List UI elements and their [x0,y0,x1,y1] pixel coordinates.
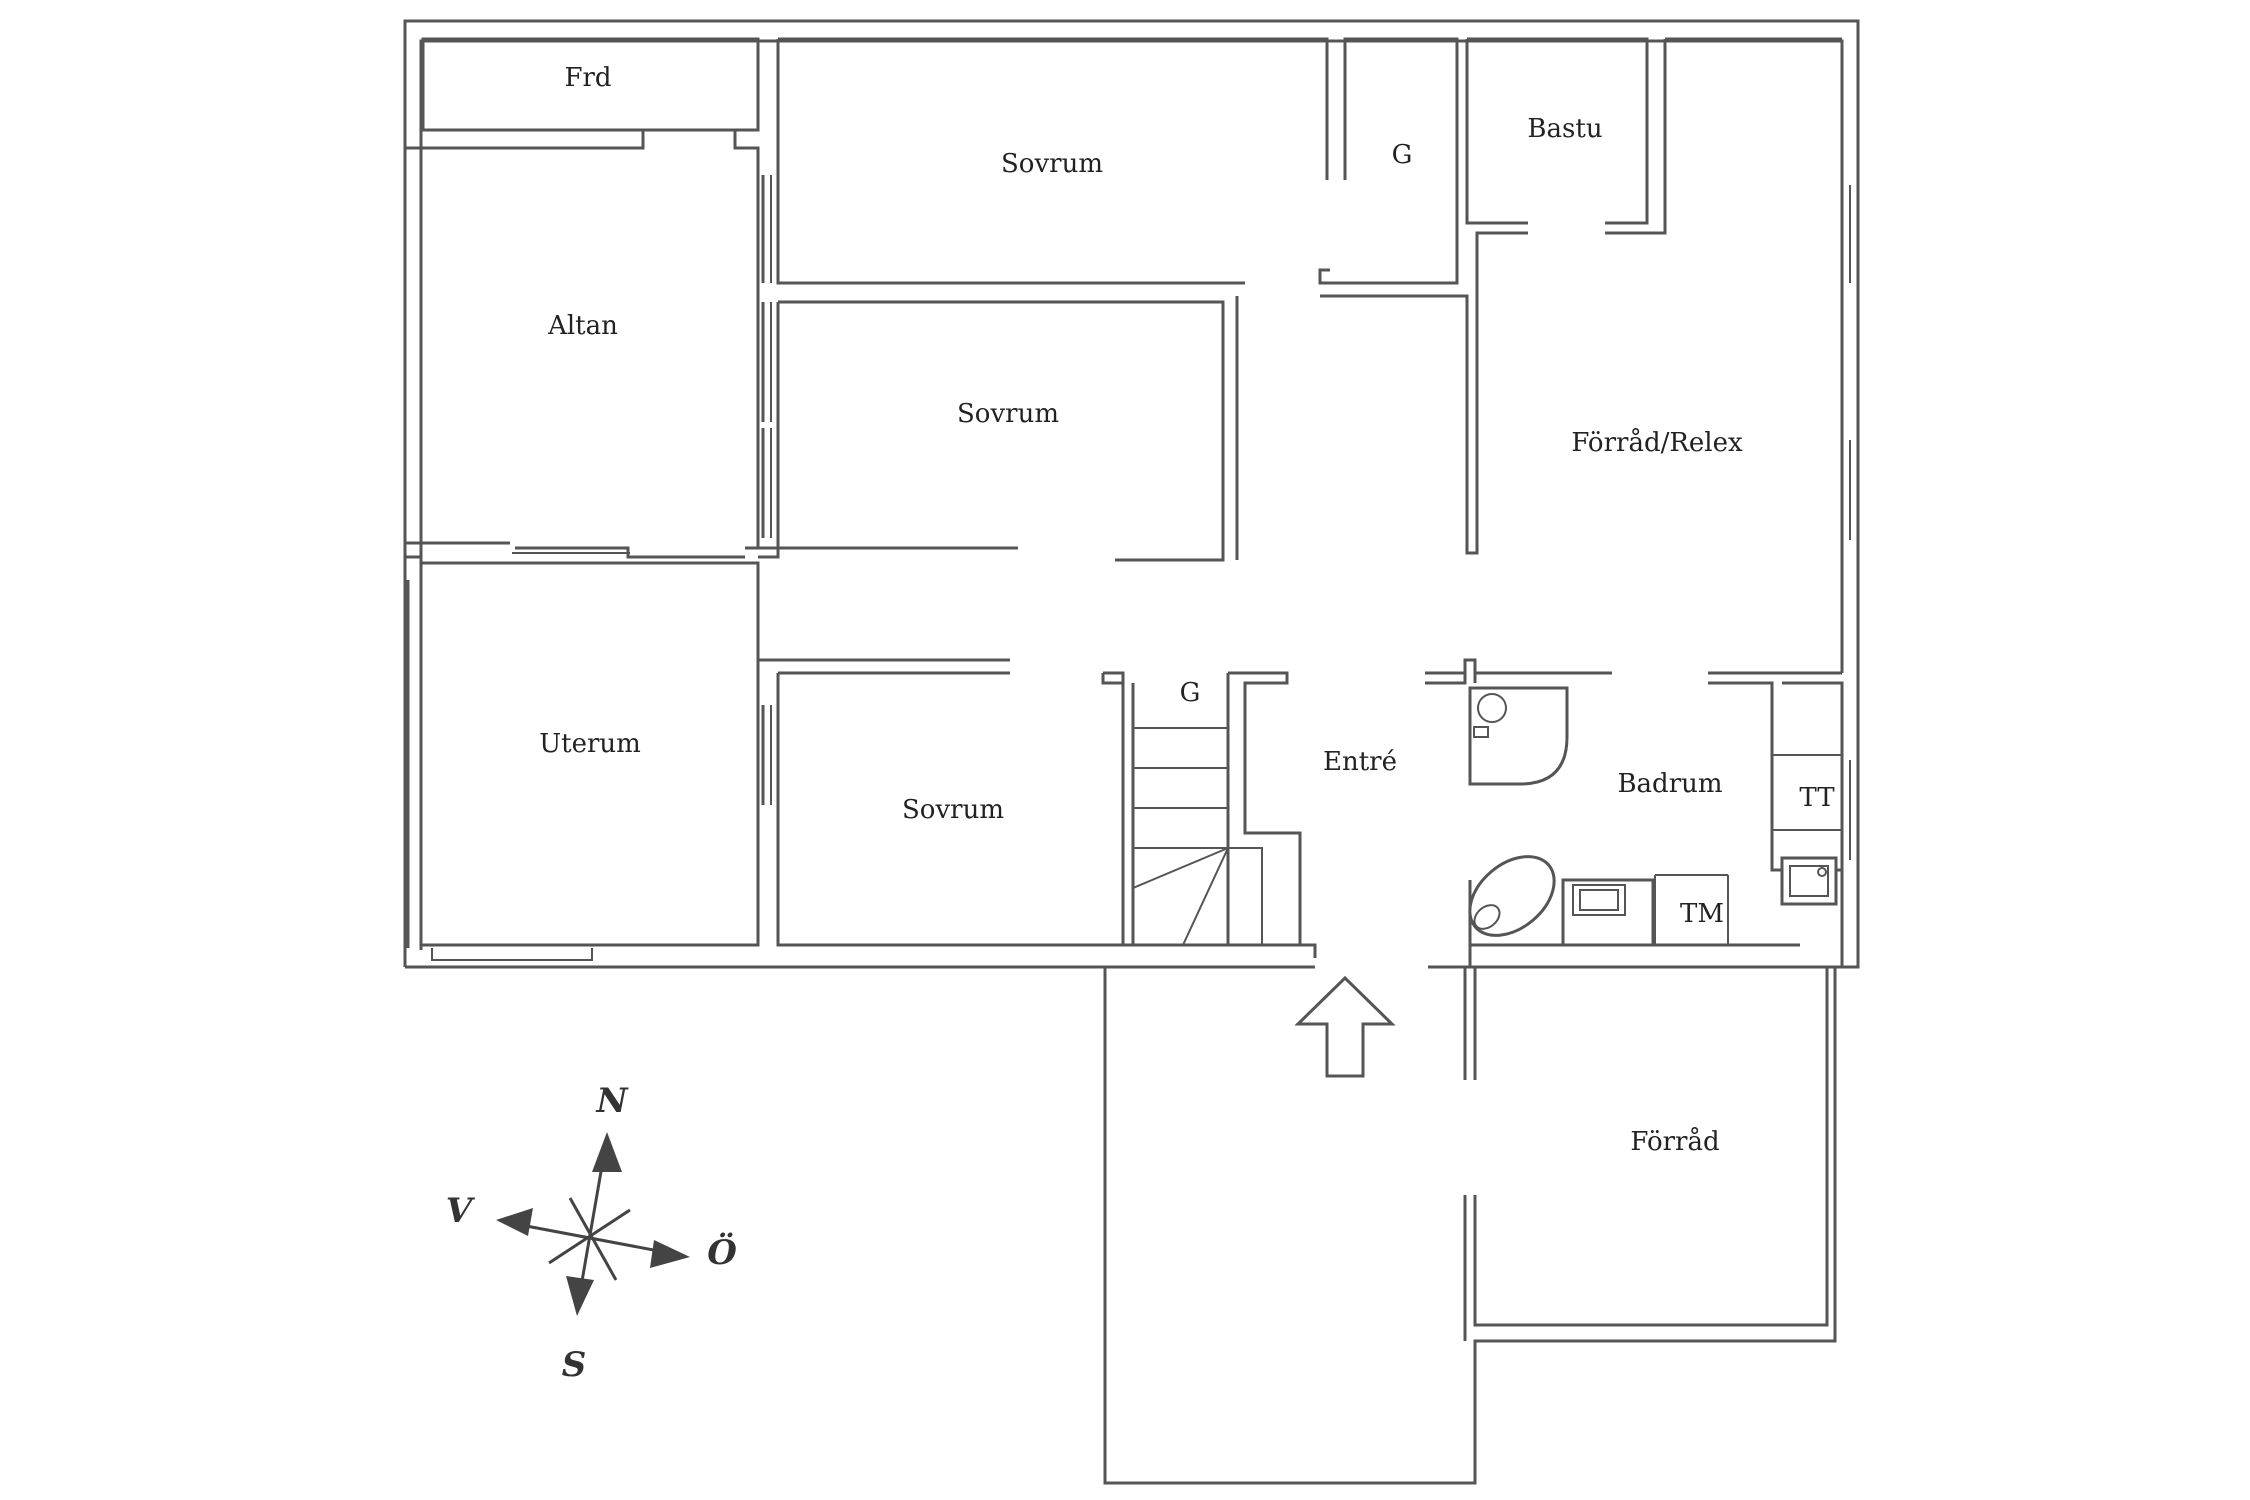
fixtures [1294,686,1838,1078]
south-arrow-icon [566,1276,594,1316]
interior-walls [405,37,1851,1485]
room-label-badrum: Badrum [1617,769,1722,799]
room-label-bastu: Bastu [1527,114,1602,144]
west-arrow-icon [496,1208,533,1236]
room-label-g-top: G [1392,140,1413,170]
room-label-entre: Entré [1323,747,1397,777]
room-label-uterum: Uterum [539,729,641,759]
room-label-sovrum-top: Sovrum [1001,149,1103,179]
room-label-sovrum-mid: Sovrum [957,399,1059,429]
frd-wall [421,37,760,132]
toilet [1468,855,1556,937]
room-label-forrad: Förråd [1630,1126,1719,1157]
room-label-tm: TM [1680,899,1724,929]
compass: N V Ö S [446,1081,737,1385]
entrance-arrow-icon [1294,975,1396,1078]
room-label-frd: Frd [564,63,611,93]
room-label-tt: TT [1799,783,1835,813]
room-label-g-stair: G [1180,678,1201,708]
compass-north-label: N [595,1081,629,1121]
room-label-sovrum-low: Sovrum [902,795,1004,825]
room-label-altan: Altan [547,311,618,341]
compass-west-label: V [446,1191,476,1231]
sink [1780,856,1838,906]
shower [1468,686,1569,786]
shower-mixer [1473,726,1489,738]
east-arrow-icon [650,1240,690,1268]
room-labels: Frd Sovrum G Bastu Altan Sovrum Förråd/R… [539,63,1835,1157]
room-label-forrad-relex: Förråd/Relex [1571,427,1743,458]
washbasin [1561,878,1655,947]
compass-east-label: Ö [707,1232,737,1273]
compass-south-label: S [562,1345,587,1385]
shower-drain [1477,693,1507,723]
outer-walls [403,19,1860,969]
north-arrow-icon [592,1132,622,1172]
